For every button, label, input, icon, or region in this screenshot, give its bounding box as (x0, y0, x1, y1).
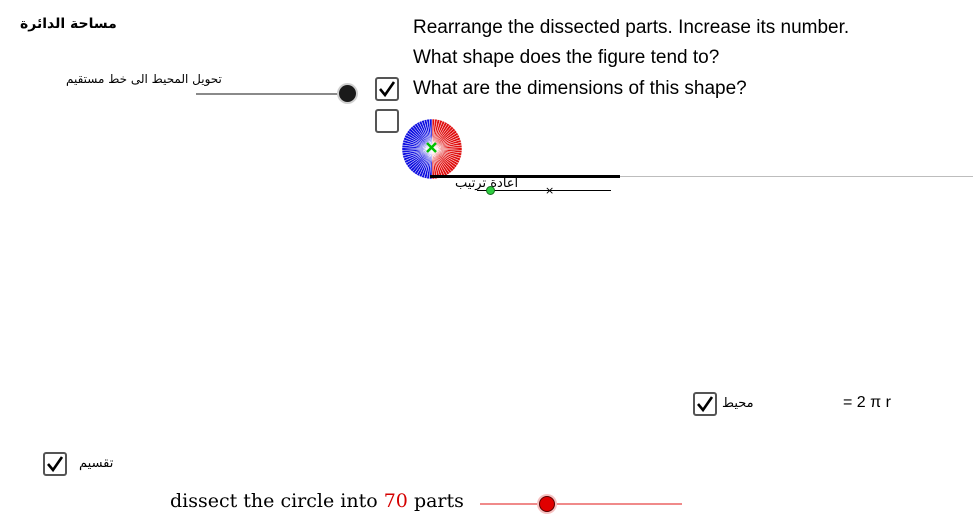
circle-sectors (401, 118, 463, 180)
axis-line (620, 176, 973, 177)
dissect-slider-track[interactable] (480, 503, 682, 505)
dissect-suffix: parts (413, 490, 464, 512)
dissect-count: 70 (383, 490, 408, 512)
circumference-line (430, 175, 620, 178)
dissect-label: تقسيم (79, 456, 114, 471)
rearrange-slider-track[interactable] (477, 190, 611, 191)
rearrange-slider-point[interactable] (486, 186, 495, 195)
checkmark-icon (697, 396, 714, 413)
dissect-checkbox[interactable] (43, 452, 67, 476)
center-mark-cross (426, 142, 437, 153)
circumference-checkbox[interactable] (693, 392, 717, 416)
rearrange-label: اعادة ترتيب (455, 176, 519, 191)
dissect-prefix: dissect the circle into (170, 490, 378, 512)
dissect-text: dissect the circle into 70 parts (170, 490, 464, 512)
rearrange-end-mark: × (545, 184, 555, 197)
page-title: مساحة الدائرة (20, 16, 117, 32)
circle-sector (429, 118, 433, 150)
instruction-line-2: What shape does the figure tend to? (413, 47, 720, 68)
instruction-line-3: What are the dimensions of this shape? (413, 78, 747, 99)
checkmark-icon (379, 81, 396, 98)
dissected-circle[interactable] (398, 115, 466, 183)
circumference-label: محيط (722, 396, 754, 411)
circumference-formula: = 2 π r (843, 394, 891, 411)
second-checkbox[interactable] (375, 109, 399, 133)
straighten-slider-track[interactable] (196, 93, 348, 95)
straighten-slider-knob[interactable] (339, 85, 356, 102)
instruction-line-1: Rearrange the dissected parts. Increase … (413, 17, 850, 38)
dissect-slider-knob[interactable] (539, 496, 555, 512)
straighten-slider-label: تحويل المحيط الى خط مستقيم (66, 72, 222, 86)
checkmark-icon (47, 456, 64, 473)
instructions-checkbox[interactable] (375, 77, 399, 101)
